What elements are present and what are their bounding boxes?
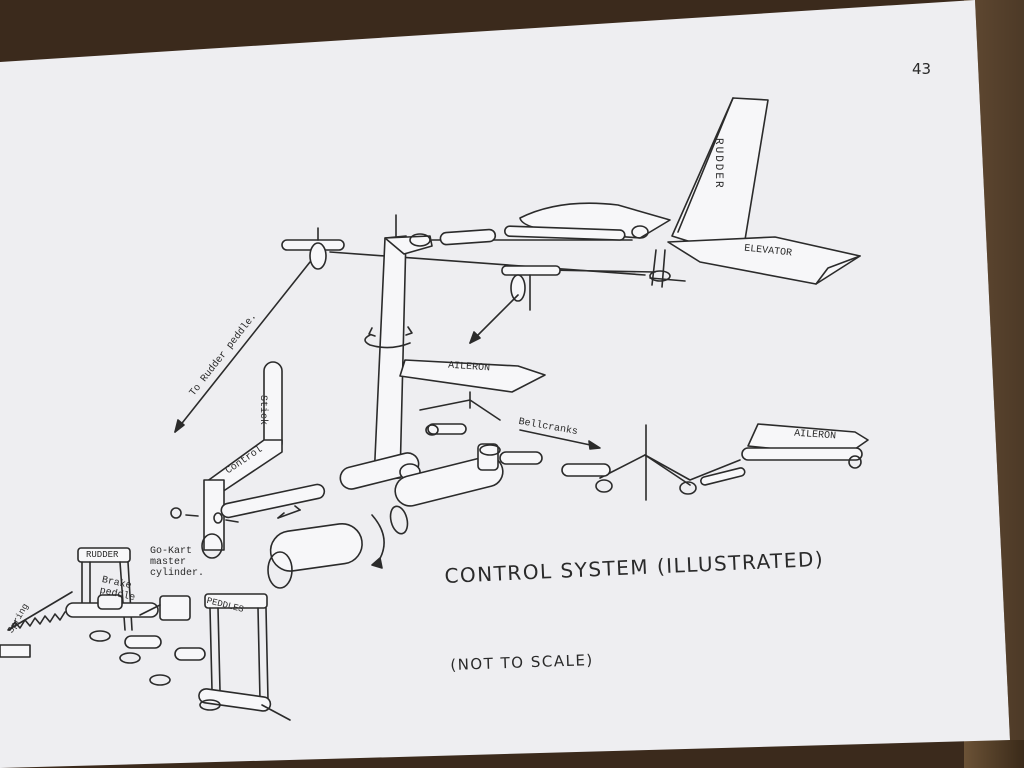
elevator-pushrod [439, 225, 626, 246]
label-go-kart-line3: cylinder. [150, 568, 205, 579]
rudder-horn-left [174, 227, 345, 433]
elevator-surface [667, 236, 861, 285]
control-stick [170, 361, 326, 559]
aileron-linkage [399, 359, 869, 501]
aileron-left-surface [399, 359, 546, 393]
page-number: 43 [912, 60, 932, 78]
label-rudder-plate: RUDDER [86, 550, 119, 560]
label-go-kart-line1: Go-Kart [150, 546, 193, 557]
torque-tube [267, 452, 504, 589]
rudder-horn-right [469, 265, 561, 344]
rudder-pedals [0, 547, 291, 721]
label-rudder: RUDDER [712, 138, 724, 190]
paper-shadow [975, 0, 1024, 740]
label-go-kart-line2: master [150, 557, 187, 568]
label-go-kart: Go-Kart master cylinder. [150, 546, 204, 579]
label-stick: Stick [257, 395, 268, 426]
